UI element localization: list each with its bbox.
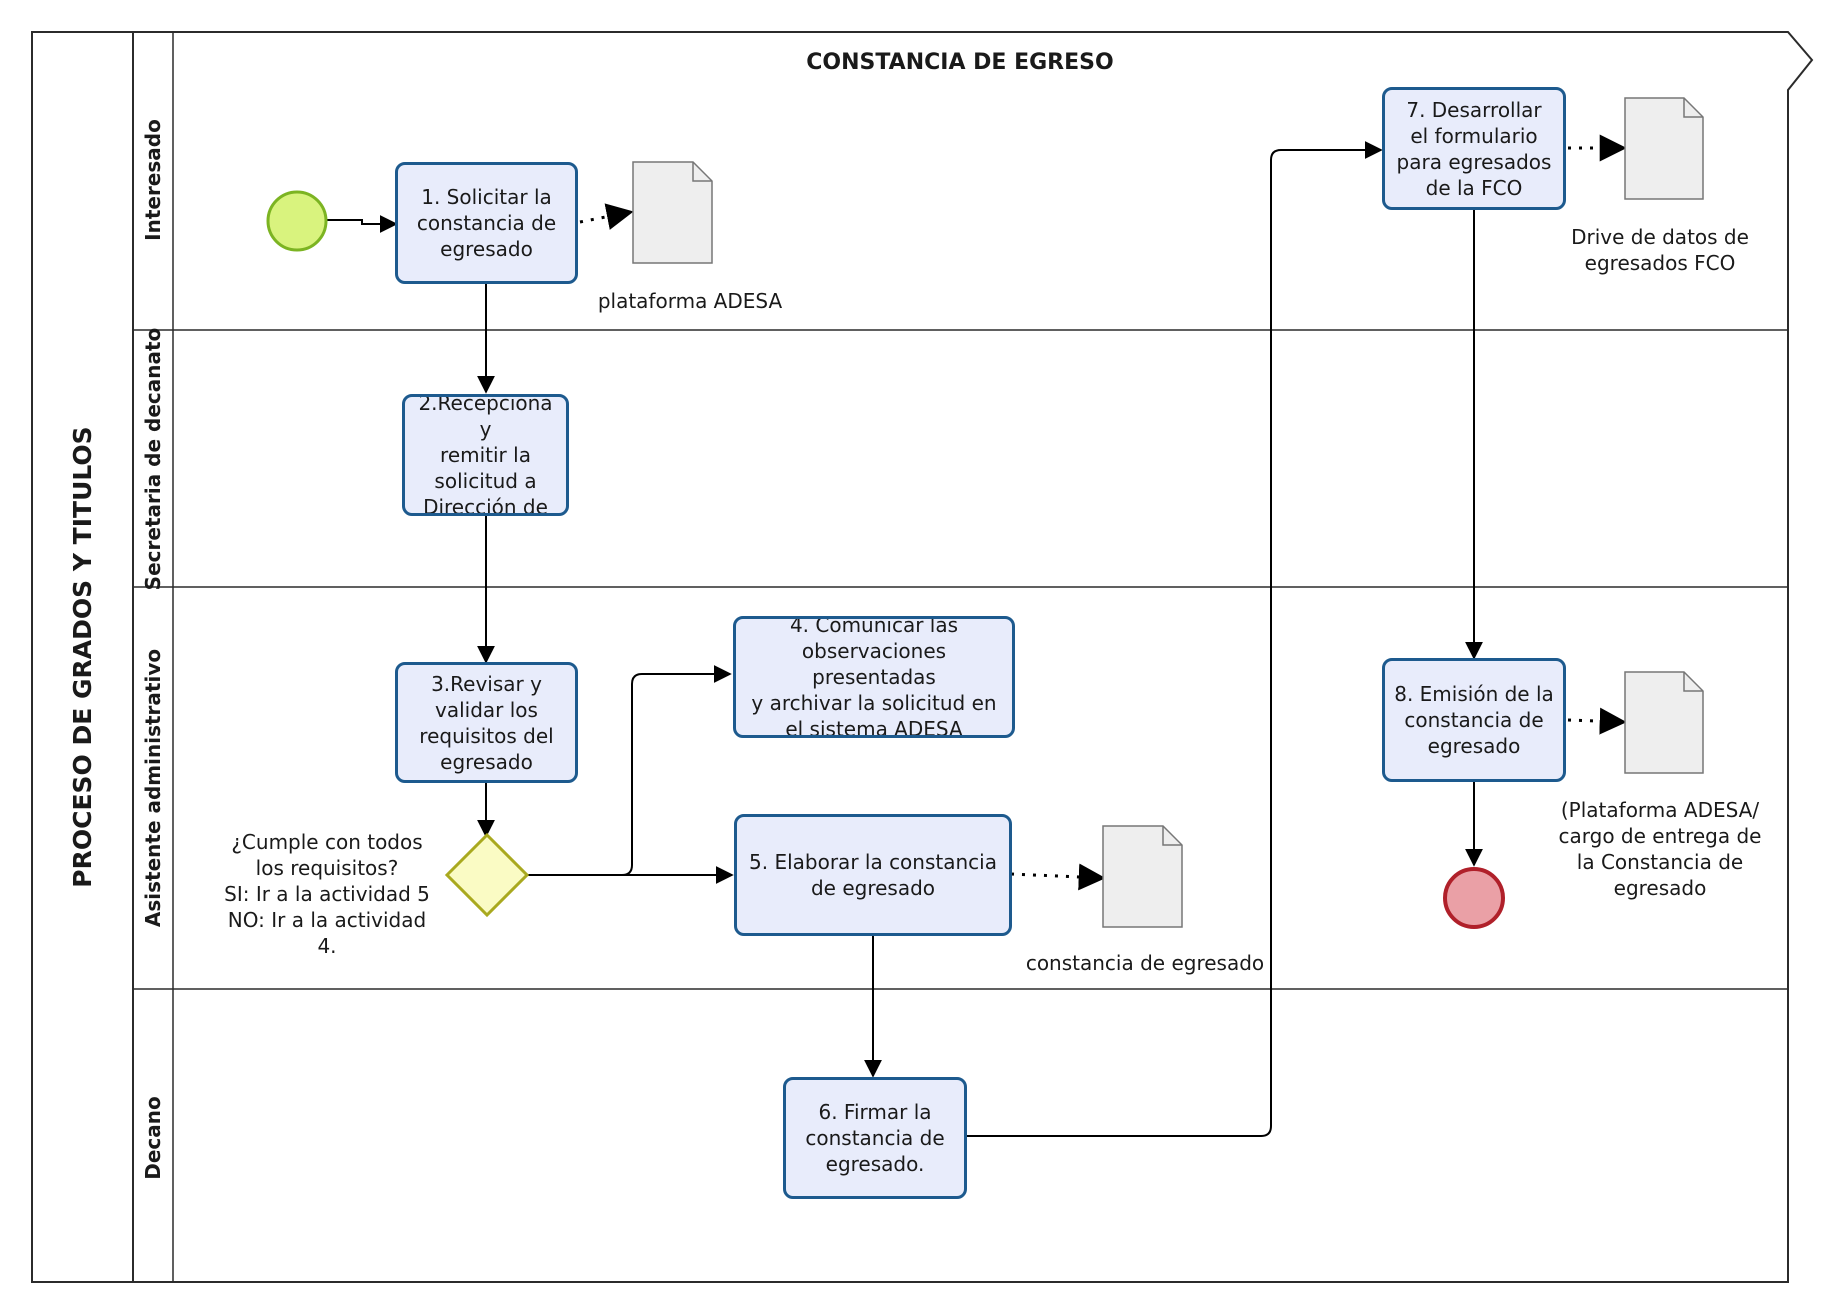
document-icon — [632, 161, 713, 264]
end-event — [1443, 867, 1505, 929]
doc-label-plataforma-cargo: (Plataforma ADESA/ cargo de entrega de l… — [1558, 798, 1762, 900]
exclusive-gateway — [444, 832, 530, 918]
task-desarrollar-formulario[interactable]: 7. Desarrollar el formulario para egresa… — [1382, 87, 1566, 210]
lane-label-decano: Decano — [141, 1096, 165, 1180]
task-elaborar-constancia[interactable]: 5. Elaborar la constancia de egresado — [734, 814, 1012, 936]
lane-label-interesado: Interesado — [141, 119, 165, 241]
assoc-t5-doc — [1010, 863, 1106, 891]
document-icon — [692, 162, 712, 182]
start-event — [266, 190, 328, 252]
task-recepciona-remitir[interactable]: 2.Recepciona y remitir la solicitud a Di… — [402, 394, 569, 516]
document-icon — [1162, 826, 1182, 846]
pool-label: PROCESO DE GRADOS Y TITULOS — [68, 426, 97, 888]
document-icon — [1683, 98, 1703, 118]
doc-label-plataforma-adesa: plataforma ADESA — [597, 289, 783, 313]
gateway-question: ¿Cumple con todos los requisitos? SI: Ir… — [224, 830, 430, 958]
flow-t6-to-t7 — [966, 141, 1383, 1137]
task-revisar-validar[interactable]: 3.Revisar y validar los requisitos del e… — [395, 662, 578, 783]
task-comunicar-observaciones[interactable]: 4. Comunicar las observaciones presentad… — [733, 616, 1015, 738]
lane-label-asistente: Asistente administrativo — [141, 648, 165, 928]
task-emision-constancia[interactable]: 8. Emisión de la constancia de egresado — [1382, 658, 1566, 782]
assoc-t8-doc — [1567, 707, 1627, 735]
document-icon — [1624, 671, 1704, 774]
task-firmar-constancia[interactable]: 6. Firmar la constancia de egresado. — [783, 1077, 967, 1199]
document-icon — [1102, 825, 1183, 928]
document-icon — [1683, 672, 1703, 692]
diagram-title: CONSTANCIA DE EGRESO — [806, 50, 1114, 75]
flow-gateway-to-t4 — [527, 665, 732, 876]
doc-label-constancia-egresado: constancia de egresado — [1025, 951, 1265, 975]
document-icon — [1624, 97, 1704, 200]
task-solicitar-constancia[interactable]: 1. Solicitar la constancia de egresado — [395, 162, 578, 284]
doc-label-drive-datos: Drive de datos de egresados FCO — [1571, 225, 1749, 275]
flow-start-to-t1 — [327, 215, 398, 233]
lane-label-secretaria: Secretaria de decanato — [141, 327, 165, 591]
